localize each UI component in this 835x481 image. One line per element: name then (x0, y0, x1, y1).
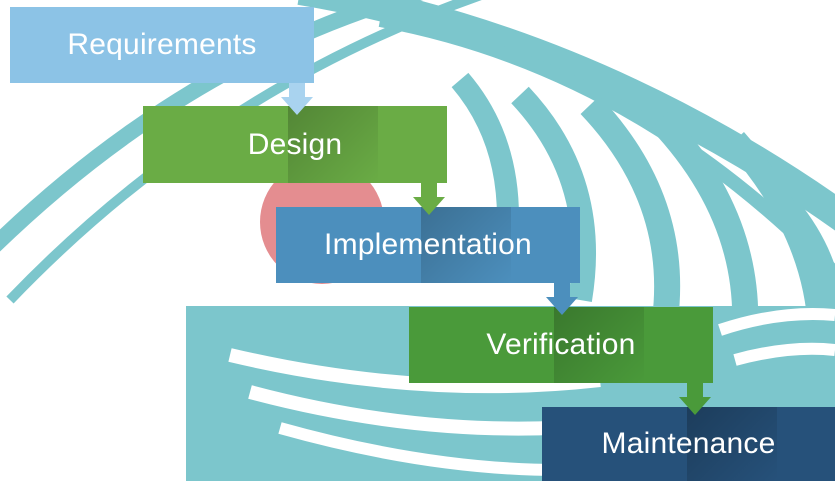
stage-implementation-label: Implementation (324, 228, 532, 261)
arrow-requirements-to-design (280, 83, 314, 119)
arrow-implementation-to-verification (545, 283, 579, 319)
stage-verification-label: Verification (486, 328, 636, 361)
stage-maintenance-label: Maintenance (601, 427, 776, 460)
stage-requirements-label: Requirements (67, 28, 257, 61)
stage-design-label: Design (247, 127, 343, 161)
stage-requirements: Requirements (10, 7, 314, 83)
arrow-design-to-implementation (412, 183, 446, 219)
arrow-verification-to-maintenance (678, 383, 712, 419)
